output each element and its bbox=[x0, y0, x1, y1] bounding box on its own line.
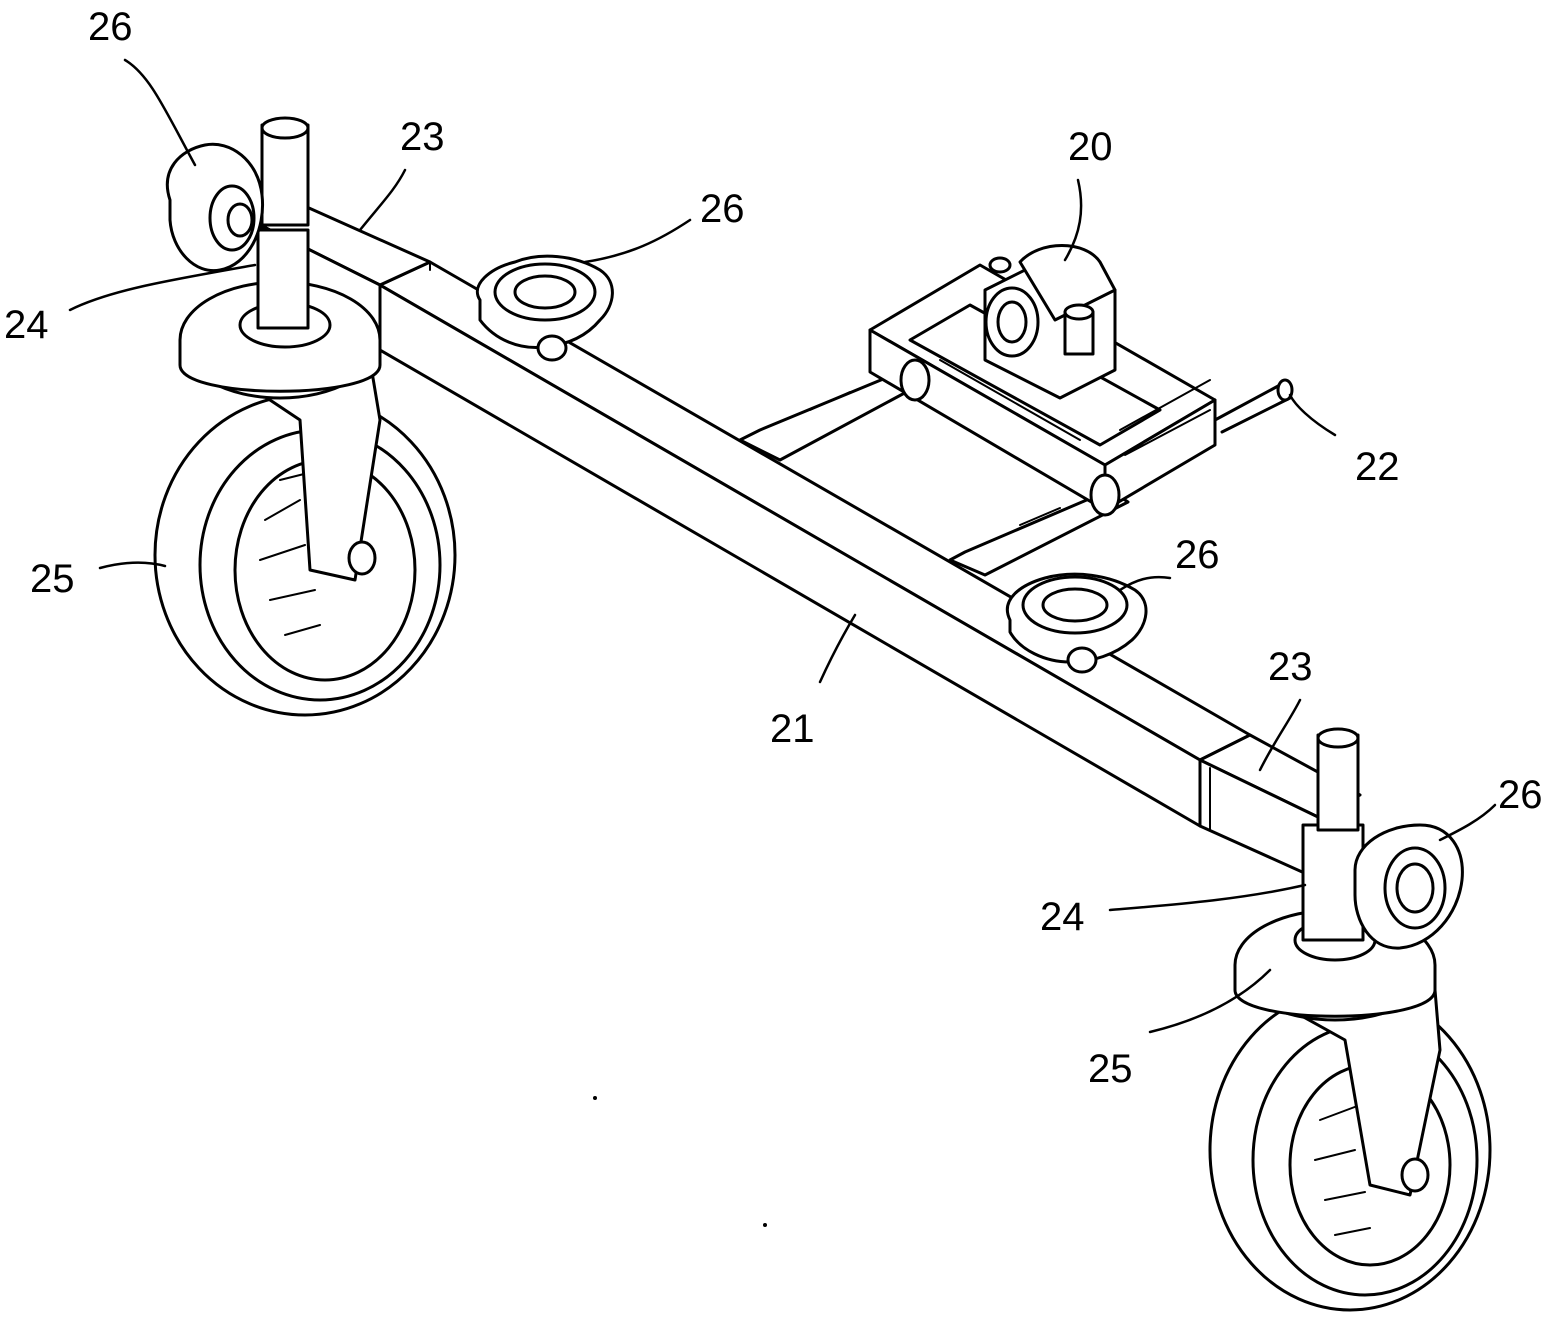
left-caster bbox=[153, 116, 457, 717]
knob-bottom-middle bbox=[1006, 572, 1148, 674]
label-knob-top-middle: 26 bbox=[700, 187, 745, 231]
label-wheel-left: 25 bbox=[30, 557, 75, 601]
label-knob-bottom-middle: 26 bbox=[1175, 533, 1220, 577]
label-main-beam: 21 bbox=[770, 707, 815, 751]
label-extension-right: 23 bbox=[1268, 645, 1313, 689]
label-caster-stem-left: 24 bbox=[4, 303, 49, 347]
leader-lines bbox=[68, 58, 1497, 1034]
speck bbox=[593, 1096, 597, 1100]
label-guide-rod: 22 bbox=[1355, 445, 1400, 489]
label-frame-assembly: 20 bbox=[1068, 125, 1113, 169]
label-caster-stem-right: 24 bbox=[1040, 895, 1085, 939]
label-extension-left: 23 bbox=[400, 115, 445, 159]
label-knob-bottom-right: 26 bbox=[1498, 773, 1543, 817]
speck bbox=[763, 1223, 767, 1227]
label-wheel-right: 25 bbox=[1088, 1047, 1133, 1091]
knob-top-middle bbox=[476, 254, 614, 362]
clamp-block bbox=[983, 244, 1117, 400]
label-knob-top-left: 26 bbox=[88, 5, 133, 49]
right-caster bbox=[1208, 727, 1492, 1312]
